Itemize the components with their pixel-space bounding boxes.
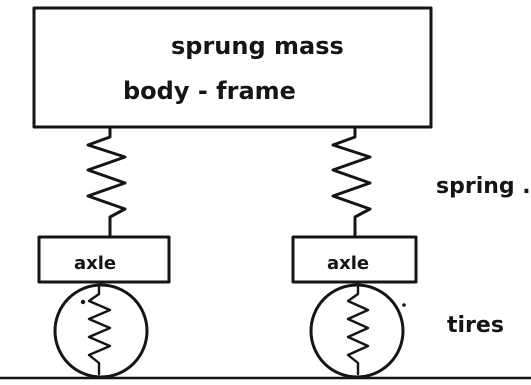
right-tire-dot <box>402 303 406 307</box>
right-axle-box <box>291 235 418 284</box>
spring-label: spring . <box>436 174 531 199</box>
right-axle-label: axle <box>327 253 369 274</box>
tires-label: tires <box>447 313 504 338</box>
sprung-mass-label: sprung mass <box>171 32 344 60</box>
sprung-mass-box <box>32 6 433 129</box>
right-suspension-spring <box>331 126 372 238</box>
body-frame-label: body - frame <box>123 77 296 105</box>
left-suspension-spring <box>86 126 127 238</box>
left-axle-box <box>37 235 171 284</box>
left-tire-spring <box>87 284 112 376</box>
right-tire-spring <box>346 284 370 376</box>
left-axle-label: axle <box>74 253 116 274</box>
left-tire-dot <box>80 299 86 305</box>
